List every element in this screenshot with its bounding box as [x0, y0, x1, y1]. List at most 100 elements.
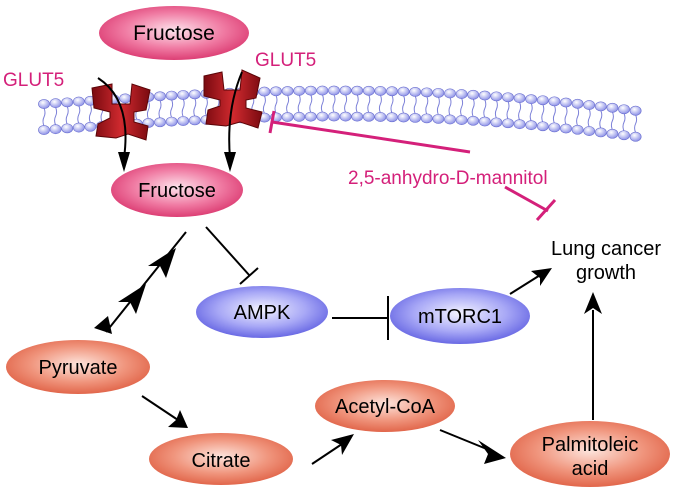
palmitoleic-acid-node: Palmitoleic acid [510, 421, 670, 487]
fructose-ampk-inhibition [205, 226, 259, 285]
membrane-bead-outer [397, 86, 410, 97]
membrane-bead-inner [339, 111, 352, 122]
membrane-bead-inner [281, 112, 294, 122]
membrane-bead-inner [594, 127, 607, 138]
fructose-outside-label: Fructose [133, 22, 215, 45]
membrane-bead-inner [583, 126, 596, 136]
lung-cancer-growth-label-line1: Lung cancer [551, 238, 661, 260]
membrane-bead-inner [328, 111, 340, 122]
membrane-bead-outer [362, 85, 375, 96]
membrane-bead-outer [548, 96, 561, 107]
palmitoleic-acid-label-line2: acid [572, 458, 609, 480]
fructose-outside-node: Fructose [99, 6, 249, 60]
membrane-bead-outer [536, 95, 549, 106]
pyruvate-label: Pyruvate [39, 357, 118, 379]
membrane-bead-outer [38, 99, 50, 109]
citrate-node: Citrate [149, 433, 293, 485]
membrane-bead-inner [502, 118, 514, 129]
membrane-bead-inner [606, 128, 619, 139]
acetyl-coa-label: Acetyl-CoA [335, 396, 436, 418]
membrane-bead-inner [154, 117, 166, 128]
membrane-bead-outer [177, 90, 190, 100]
citrate-label: Citrate [192, 450, 251, 472]
membrane-bead-outer [188, 89, 201, 100]
membrane-bead-outer [629, 105, 642, 116]
membrane-bead-outer [270, 86, 282, 97]
membrane-bead-outer [72, 96, 85, 107]
membrane-bead-outer [618, 104, 630, 115]
membrane-bead-inner [513, 119, 526, 130]
membrane-bead-outer [374, 86, 387, 96]
membrane-bead-outer [525, 94, 538, 105]
membrane-bead-outer [154, 91, 166, 102]
membrane-bead-outer [583, 100, 596, 110]
pyruvate-citrate-arrow [141, 395, 179, 421]
glycolysis-arrow [105, 231, 187, 333]
glut5-label-left: GLUT5 [3, 70, 64, 91]
pyruvate-node: Pyruvate [6, 340, 150, 394]
citrate-acetylcoa-arrow [311, 441, 346, 465]
membrane-bead-inner [409, 113, 422, 123]
membrane-bead-inner [316, 111, 329, 122]
membrane-bead-inner [525, 120, 538, 131]
membrane-bead-outer [432, 87, 445, 98]
membrane-bead-inner [72, 122, 85, 133]
membrane-bead-inner [304, 111, 317, 122]
membrane-bead-inner [38, 125, 50, 135]
membrane-bead-inner [548, 122, 561, 133]
membrane-bead-inner [351, 111, 364, 122]
membrane-bead-outer [293, 85, 306, 96]
transport-arrowhead-left [118, 152, 130, 172]
membrane-bead-inner [467, 115, 480, 126]
membrane-bead-inner [165, 116, 178, 127]
membrane-bead-inner [293, 111, 306, 122]
palmitoleic-growth-arrowhead [584, 292, 602, 314]
membrane-bead-inner [84, 121, 97, 132]
citrate-acetylcoa-arrowhead [331, 434, 354, 455]
glut5-transport-arrows [97, 71, 243, 159]
membrane-bead-outer [49, 98, 62, 109]
ampk-mtorc1-inhibition [332, 296, 389, 340]
mtorc1-node: mTORC1 [390, 288, 530, 344]
membrane-bead-outer [502, 92, 514, 103]
membrane-bead-outer [594, 101, 607, 112]
membrane-bead-outer [467, 89, 480, 100]
membrane-bead-inner [444, 114, 456, 125]
membrane-bead-inner [177, 116, 190, 126]
membrane-bead-inner [432, 113, 445, 124]
mtorc1-growth-arrowhead [531, 268, 552, 286]
glut5-transporter-left [91, 83, 151, 141]
membrane-bead-outer [119, 93, 132, 104]
membrane-bead-inner [397, 112, 410, 123]
membrane-bead-inner [478, 116, 491, 127]
membrane-bead-inner [386, 112, 398, 123]
membrane-bead-inner [49, 124, 62, 135]
palmitoleic-acid-label-line1: Palmitoleic [542, 434, 639, 456]
membrane-bead-outer [304, 85, 317, 96]
membrane-bead-inner [188, 115, 201, 126]
membrane-bead-inner [560, 123, 572, 134]
membrane-bead-outer [455, 89, 468, 99]
membrane-bead-outer [478, 90, 491, 101]
membrane-bead-inner [536, 121, 549, 132]
membrane-bead-outer [444, 88, 456, 99]
membrane-bead-outer [386, 86, 398, 97]
membrane-bead-outer [606, 102, 619, 113]
membrane-bead-outer [165, 90, 178, 101]
membrane-bead-inner [455, 115, 468, 125]
membrane-bead-outer [339, 85, 352, 96]
transport-arrowhead-right [224, 152, 236, 172]
glycolysis-arrowhead [94, 316, 112, 334]
membrane-bead-outer [490, 91, 503, 102]
membrane-bead-outer [316, 85, 329, 96]
membrane-bead-outer [258, 86, 271, 97]
membrane-bead-inner [420, 113, 433, 124]
pyruvate-citrate-arrowhead [168, 410, 188, 428]
membrane-bead-outer [409, 87, 422, 97]
membrane-bead-inner [61, 123, 74, 134]
membrane-bead-outer [61, 97, 74, 108]
membrane-bead-outer [281, 86, 294, 96]
membrane-bead-outer [513, 93, 526, 104]
